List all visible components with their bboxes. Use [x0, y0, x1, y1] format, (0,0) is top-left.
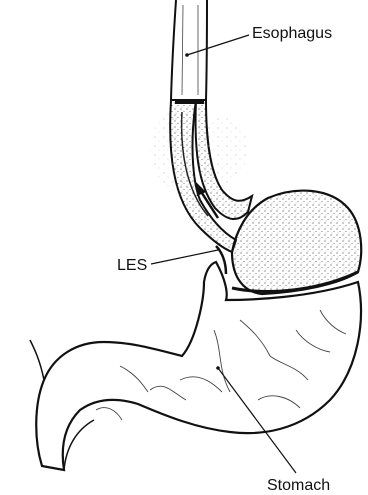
esophagus-leader-dot — [185, 53, 189, 57]
stomach-fundus — [232, 191, 361, 294]
stomach-body — [30, 262, 361, 470]
esophagus-lower — [150, 100, 252, 252]
stomach-label: Stomach — [267, 478, 330, 494]
esophagus-leader — [187, 35, 249, 55]
les-leader — [151, 250, 218, 264]
les-label: LES — [117, 258, 147, 274]
esophagus-label: Esophagus — [252, 26, 332, 42]
stomach-leader-dot — [216, 366, 220, 370]
